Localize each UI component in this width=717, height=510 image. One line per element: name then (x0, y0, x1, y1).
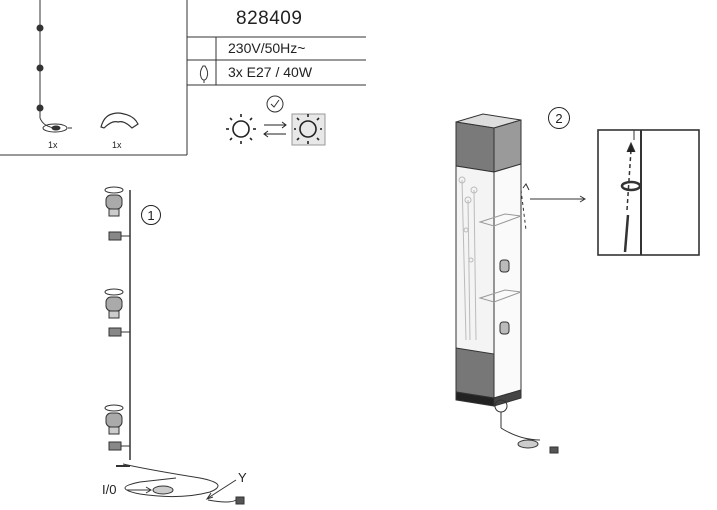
cover-quantity: 1x (112, 140, 122, 150)
switch-icon (152, 485, 174, 495)
checkmark-icon (266, 95, 284, 113)
lamp-parts-icon (36, 0, 72, 133)
step-1-badge: 1 (141, 205, 161, 225)
bulb-spec: 3x E27 / 40W (228, 64, 313, 80)
socket-2 (104, 288, 130, 337)
lamp-quantity: 1x (48, 140, 58, 150)
lamp-frame-drawing (104, 186, 245, 505)
sun-icon (226, 114, 256, 144)
swap-arrows-icon (263, 121, 287, 138)
detail-box (597, 129, 700, 256)
switch-label: I/0 (102, 482, 117, 497)
step-2-badge: 2 (548, 107, 570, 129)
voltage-spec: 230V/50Hz~ (228, 40, 306, 56)
model-number: 828409 (236, 8, 303, 29)
sun-frame-icon (291, 113, 326, 146)
socket-3 (104, 404, 130, 451)
plug-icon (207, 499, 237, 503)
bulb-icon (199, 65, 209, 83)
cover-piece-icon (100, 112, 139, 129)
socket-1 (104, 186, 130, 241)
cable (122, 463, 219, 498)
cable-label: Y (238, 470, 247, 485)
tower-lamp-drawing (455, 113, 700, 454)
